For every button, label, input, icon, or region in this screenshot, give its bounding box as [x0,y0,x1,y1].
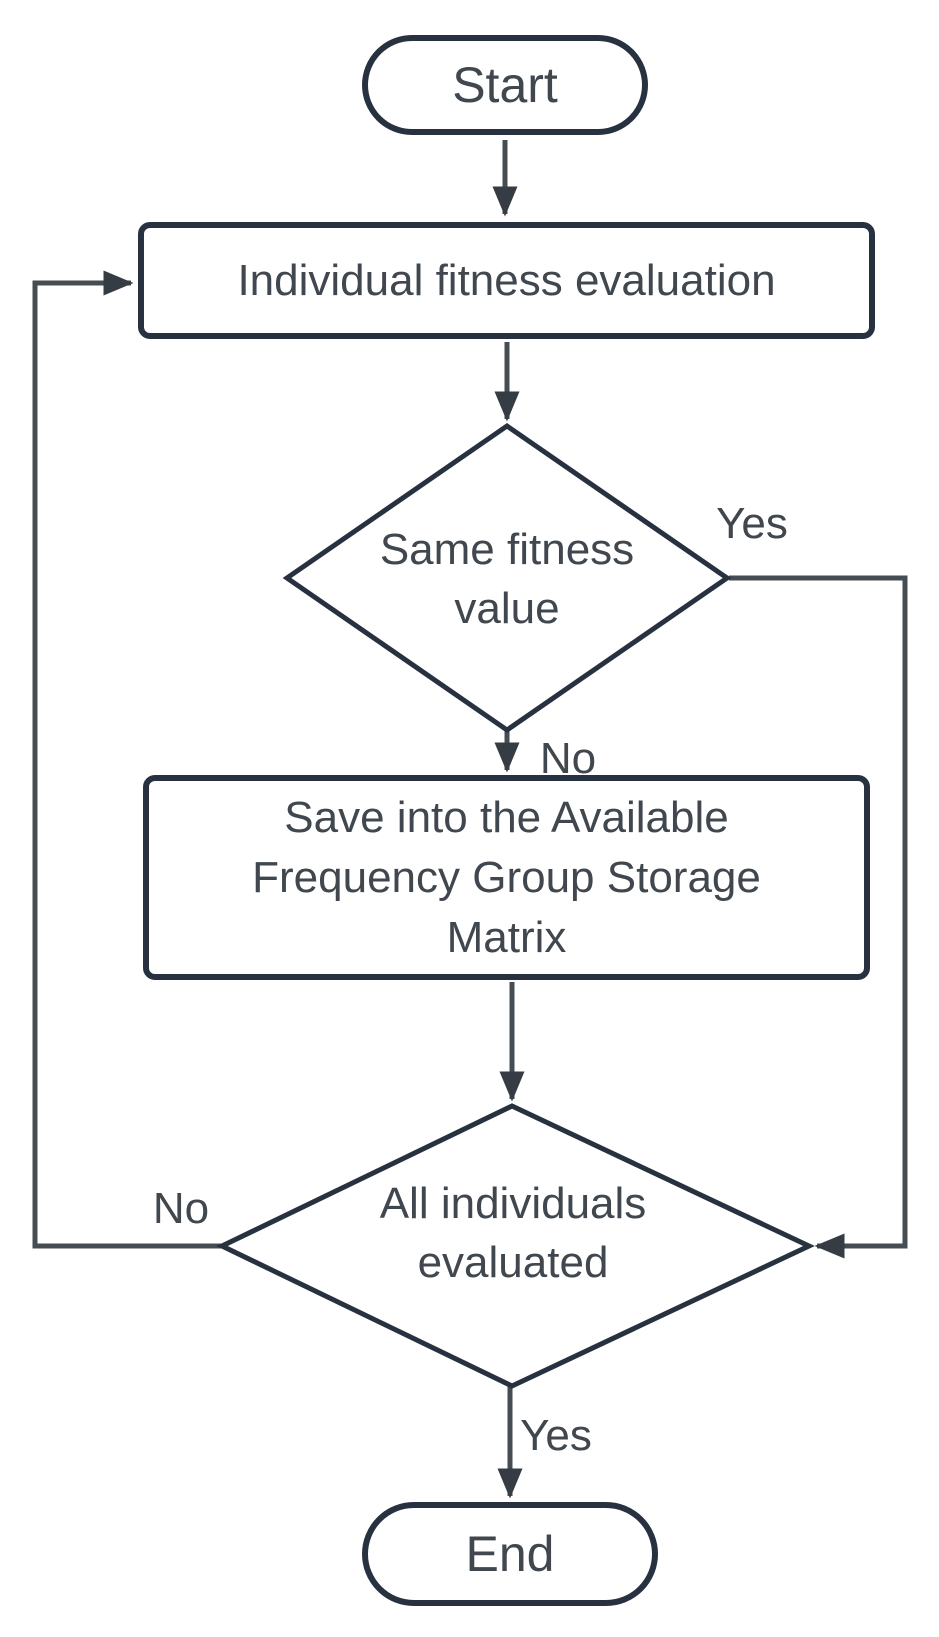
all-evaluated-decision-text: All individuals evaluated [380,1174,647,1292]
save-matrix-line-3: Matrix [446,912,567,962]
decision-diamond-same-fitness [282,422,732,734]
edge-label-same-fitness-no: No [539,734,597,783]
all-evaluated-line-2: evaluated [417,1238,609,1287]
decision-diamond-all-evaluated [216,1103,815,1389]
edge-label-all-evaluated-yes: Yes [520,1411,592,1460]
end-node: End [362,1502,658,1606]
save-matrix-line-1: Save into the Available [284,792,729,842]
same-fitness-line-1: Same fitness [379,525,635,574]
end-node-label: End [465,1526,555,1582]
edge-label-all-evaluated-no: No [152,1184,210,1233]
fitness-evaluation-node: Individual fitness evaluation [138,222,875,339]
start-node: Start [362,35,648,135]
save-matrix-line-2: Frequency Group Storage [252,852,761,902]
same-fitness-line-2: value [454,584,560,633]
all-evaluated-line-1: All individuals [379,1179,647,1228]
start-node-label: Start [452,57,558,113]
same-fitness-decision-text: Same fitness value [380,520,634,638]
save-matrix-node: Save into the Available Frequency Group … [143,775,870,980]
edge-label-same-fitness-yes: Yes [716,499,788,548]
fitness-evaluation-label: Individual fitness evaluation [237,255,776,305]
connector-same-fitness-yes-branch [729,575,908,1259]
connector-all-evaluated-no-loop [32,270,224,1249]
